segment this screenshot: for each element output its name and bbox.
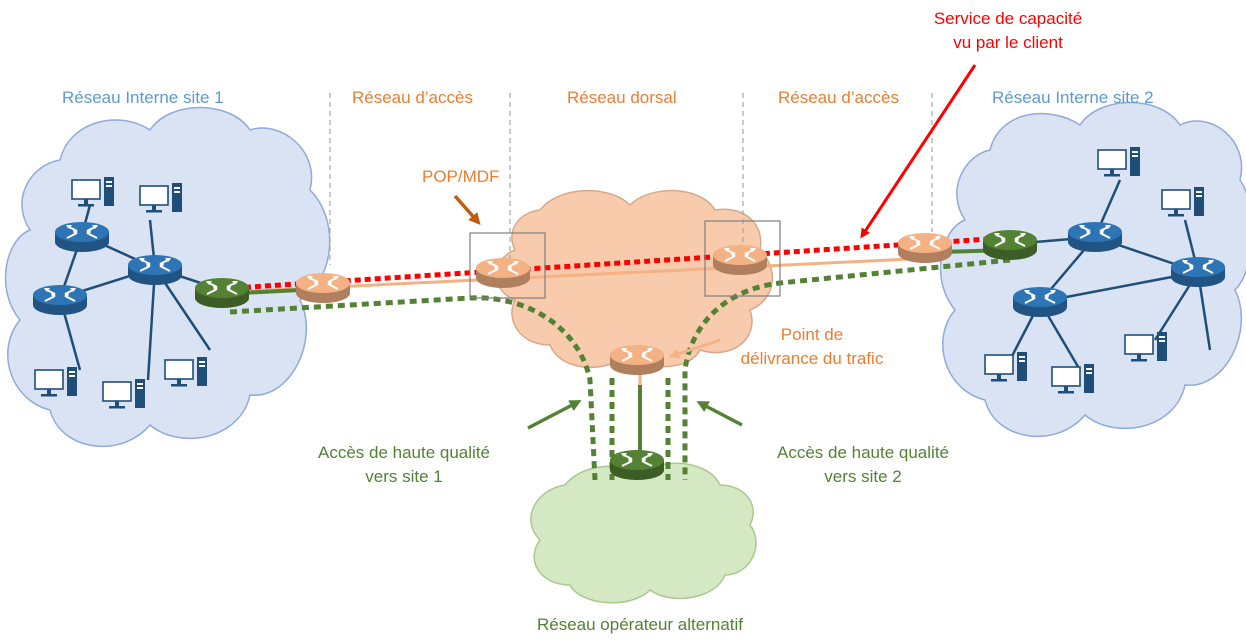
- desktop-computer-icon: [1124, 332, 1167, 362]
- router-icon: [476, 258, 530, 288]
- router-icon: [1171, 257, 1225, 287]
- access1-arrow-icon: [527, 400, 582, 430]
- label-access1-line1: Accès de haute qualité: [318, 443, 490, 462]
- desktop-computer-icon: [102, 379, 145, 409]
- router-icon: [1013, 287, 1067, 317]
- label-access2-line2: vers site 2: [824, 467, 901, 486]
- separator-lines: [329, 93, 933, 265]
- label-access1-line2: vers site 1: [365, 467, 442, 486]
- router-icon: [128, 255, 182, 285]
- pop-box-left: [469, 232, 546, 299]
- service-path: [234, 235, 1006, 291]
- cloud-site2: [939, 101, 1246, 438]
- label-access2-line1: Accès de haute qualité: [777, 443, 949, 462]
- label-access-right: Réseau d’accès: [778, 88, 899, 107]
- pop-arrow-icon: [453, 194, 481, 225]
- delivery-arrow-icon: [669, 338, 721, 359]
- label-service-line1: Service de capacité: [934, 9, 1082, 28]
- label-backbone: Réseau dorsal: [567, 88, 677, 107]
- label-alt-operator: Réseau opérateur alternatif: [537, 615, 743, 634]
- router-icon: [195, 278, 249, 308]
- router-icon: [713, 245, 767, 275]
- label-delivery-line1: Point de: [781, 325, 843, 344]
- desktop-computer-icon: [1051, 364, 1094, 394]
- router-icon: [33, 285, 87, 315]
- label-access-left: Réseau d’accès: [352, 88, 473, 107]
- desktop-computer-icon: [1161, 187, 1204, 217]
- desktop-computer-icon: [71, 177, 114, 207]
- router-icon: [1068, 222, 1122, 252]
- service-arrow-icon: [860, 64, 977, 239]
- label-site2: Réseau Interne site 2: [992, 88, 1154, 107]
- cloud-backbone: [495, 189, 774, 368]
- access2-arrow-icon: [696, 401, 743, 427]
- router-icon: [296, 273, 350, 303]
- router-icon: [983, 230, 1037, 260]
- router-icon: [610, 345, 664, 375]
- desktop-computer-icon: [139, 183, 182, 213]
- pop-box-right: [704, 220, 781, 297]
- cloud-alt-operator: [530, 462, 757, 604]
- router-icon: [610, 450, 664, 480]
- desktop-computer-icon: [164, 357, 207, 387]
- desktop-computer-icon: [984, 352, 1027, 382]
- label-delivery-line2: délivrance du trafic: [741, 349, 884, 368]
- label-site1: Réseau Interne site 1: [62, 88, 224, 107]
- router-icon: [898, 233, 952, 263]
- label-pop: POP/MDF: [422, 167, 499, 186]
- desktop-computer-icon: [1097, 147, 1140, 177]
- router-icon: [55, 222, 109, 252]
- label-service-line2: vu par le client: [953, 33, 1063, 52]
- desktop-computer-icon: [34, 367, 77, 397]
